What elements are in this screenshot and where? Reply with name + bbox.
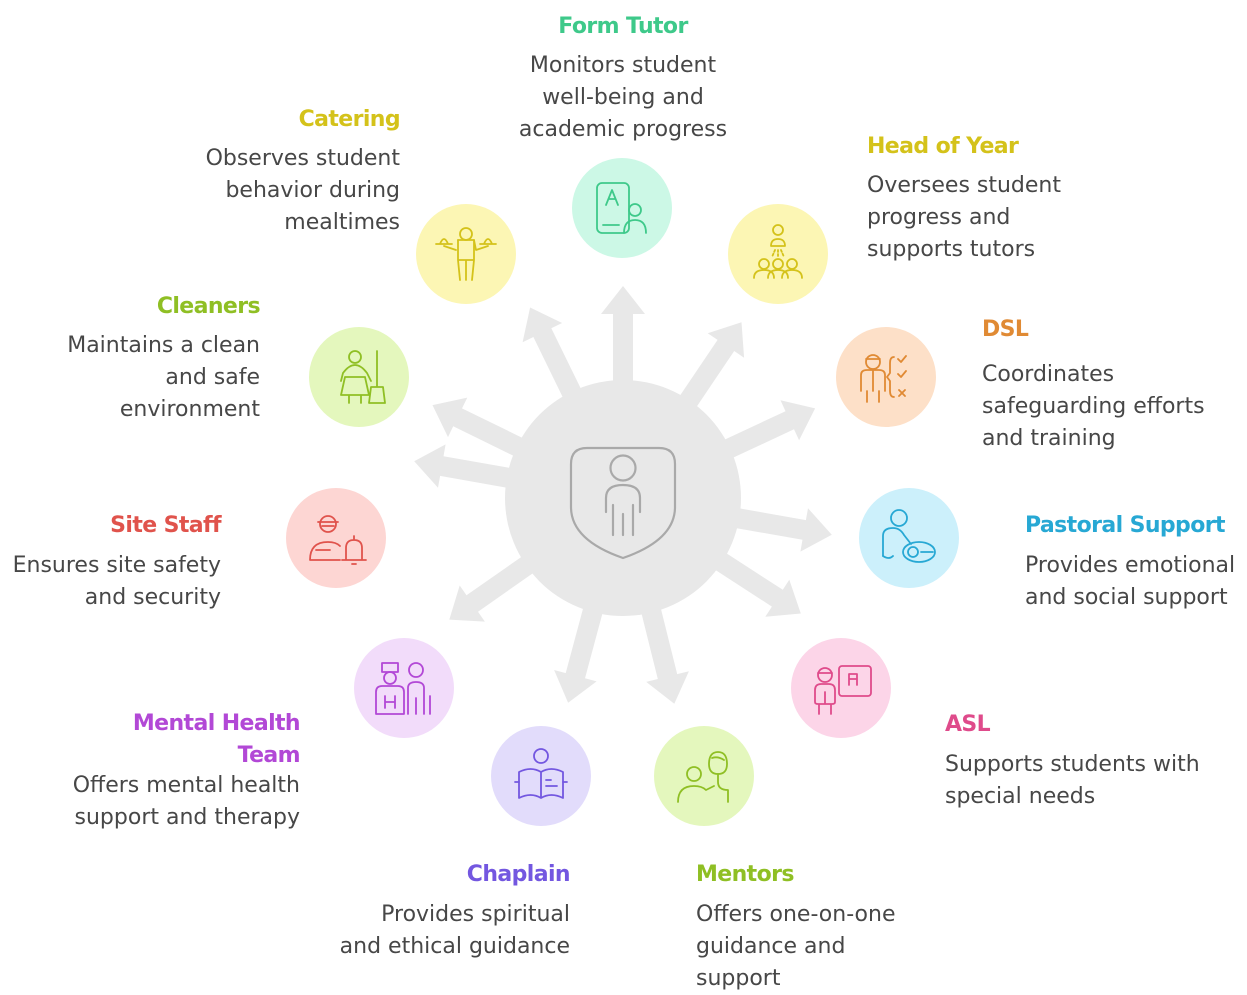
node-form-tutor	[572, 158, 672, 258]
arrow-pastoral-support	[719, 505, 832, 552]
role-description: Ensures site safety and security	[12, 553, 221, 610]
role-title: Catering	[298, 107, 401, 132]
role-description: Offers one-on-one guidance and support	[696, 902, 896, 991]
arrow-asl	[701, 544, 801, 617]
node-asl	[791, 638, 891, 738]
role-title: Mental Health Team	[132, 711, 301, 768]
node-circle	[859, 488, 959, 588]
role-description: Provides emotional and social support	[1025, 553, 1236, 610]
caregiver-icon	[882, 509, 936, 563]
two-people-talking-icon	[677, 751, 729, 803]
role-title: Chaplain	[466, 862, 571, 887]
node-cleaners	[309, 327, 409, 427]
node-catering	[416, 204, 516, 304]
arrow-chaplain	[554, 592, 607, 703]
waiter-trays-icon	[435, 227, 497, 281]
role-description: Coordinates safeguarding efforts and tra…	[982, 362, 1205, 451]
teacher-board-icon	[814, 665, 872, 715]
role-description: Oversees student progress and supports t…	[867, 173, 1062, 262]
arrow-form-tutor	[601, 286, 645, 398]
role-description: Maintains a clean and safe environment	[67, 333, 260, 422]
node-circle	[791, 638, 891, 738]
role-description: Supports students with special needs	[945, 752, 1200, 809]
node-mentors	[654, 726, 754, 826]
node-dsl	[836, 327, 936, 427]
arrow-catering	[522, 307, 589, 413]
role-title: Head of Year	[867, 134, 1019, 159]
node-circle	[286, 488, 386, 588]
role-title: Cleaners	[156, 294, 261, 319]
role-title: Mentors	[696, 862, 794, 887]
arrow-head-of-year	[670, 322, 745, 421]
arrow-dsl	[709, 400, 816, 465]
role-description: Provides spiritual and ethical guidance	[339, 902, 570, 959]
role-title: DSL	[982, 317, 1029, 342]
node-circle	[354, 638, 454, 738]
node-site-staff	[286, 488, 386, 588]
role-title: Site Staff	[110, 513, 221, 538]
arrow-mental-health-team	[449, 547, 547, 622]
node-circle	[572, 158, 672, 258]
hub-circle	[505, 380, 741, 616]
arrow-site-staff	[414, 444, 527, 491]
guard-alarm-icon	[309, 515, 367, 565]
role-title: ASL	[945, 712, 991, 737]
shield-person-icon	[569, 446, 677, 560]
person-checklist-icon	[860, 354, 907, 403]
role-description: Offers mental health support and therapy	[72, 773, 300, 830]
role-title: Form Tutor	[558, 14, 688, 39]
doctor-patient-icon	[375, 662, 431, 715]
cleaner-broom-icon	[340, 350, 386, 404]
person-reading-icon	[514, 748, 568, 799]
node-circle	[836, 327, 936, 427]
role-description: Observes student behavior during mealtim…	[205, 146, 400, 235]
node-circle	[654, 726, 754, 826]
node-head-of-year	[728, 204, 828, 304]
node-pastoral-support	[859, 488, 959, 588]
arrows-group	[414, 286, 832, 704]
node-chaplain	[491, 726, 591, 826]
role-description: Monitors student well-being and academic…	[518, 53, 728, 142]
role-title: Pastoral Support	[1025, 513, 1225, 538]
node-circle	[416, 204, 516, 304]
role-nodes-group	[286, 158, 959, 826]
arrow-cleaners	[432, 397, 538, 464]
tablet-student-icon	[596, 182, 647, 234]
node-mental-health-team	[354, 638, 454, 738]
arrow-mentors	[637, 592, 689, 704]
group-presenter-icon	[753, 224, 803, 279]
